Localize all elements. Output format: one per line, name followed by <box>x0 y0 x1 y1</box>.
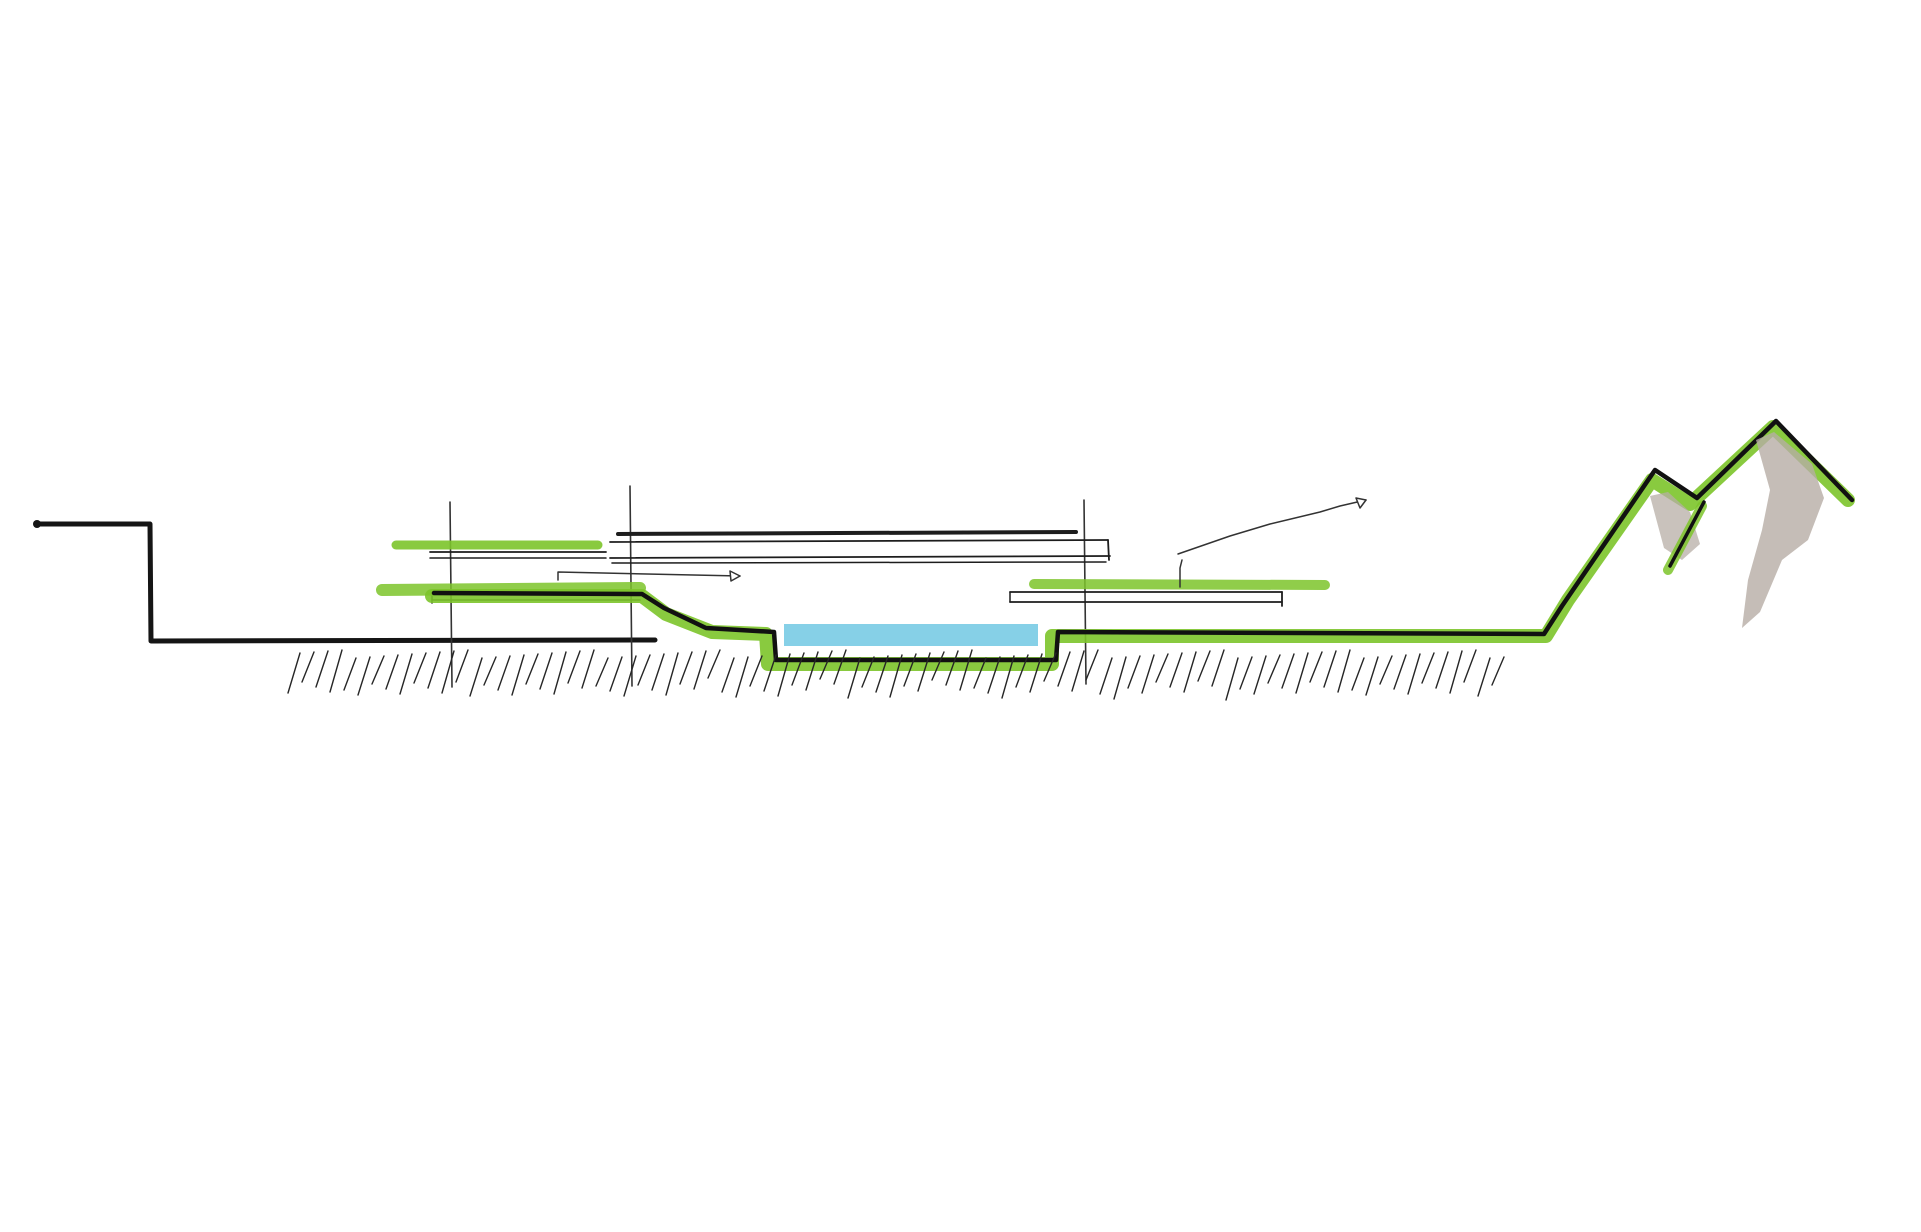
stepped-terrain <box>425 418 1855 671</box>
mountain-peaks <box>1650 432 1824 628</box>
water-pool <box>784 624 1038 646</box>
ground-hatching <box>287 649 1505 701</box>
existing-building-profile <box>33 520 658 644</box>
view-arrows <box>557 497 1367 588</box>
